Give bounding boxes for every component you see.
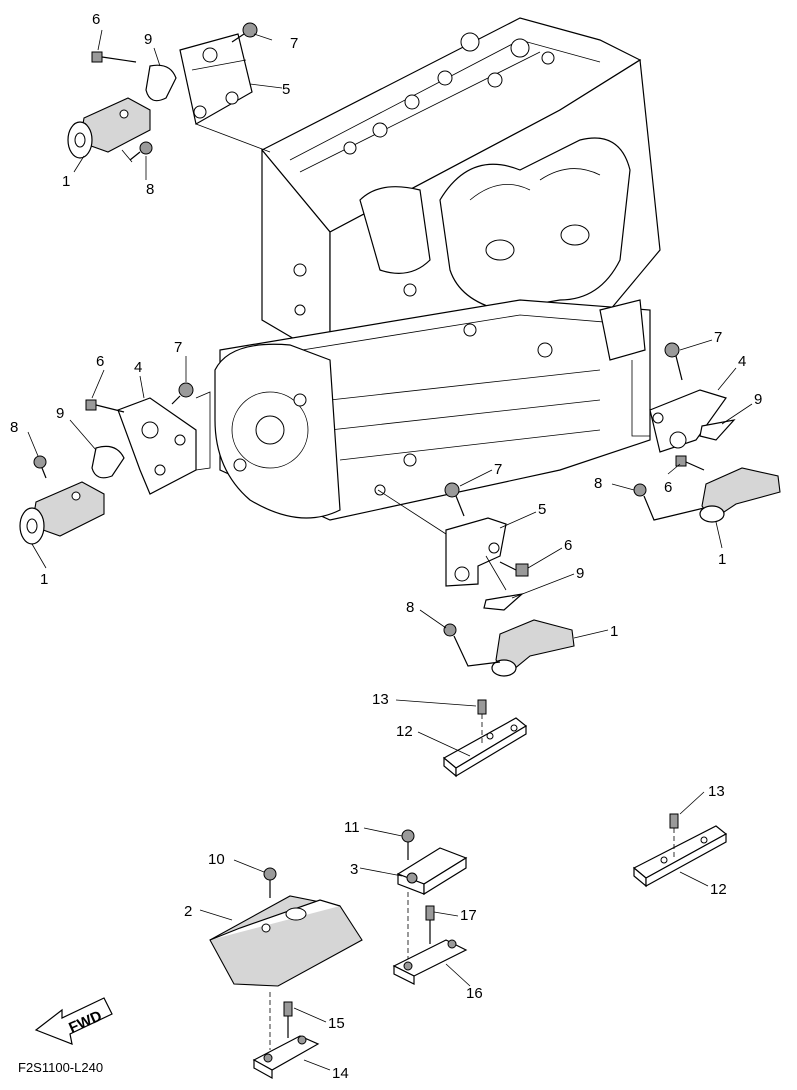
callout-8: 8 [146,181,154,198]
bolt-10 [263,867,277,881]
callout-1: 1 [718,551,726,568]
bracket-5-top [179,33,253,125]
mount-assembly-mid-right [631,342,781,523]
bolt-6-top [91,51,103,63]
leader-lines [27,29,753,1071]
callout-11: 11 [344,819,360,836]
bolt-6-lower [515,563,529,577]
forward-direction-arrow: FWD [34,997,113,1045]
callout-4: 4 [738,353,746,370]
bolt-17 [425,905,435,921]
callout-9: 9 [576,565,584,582]
callout-17: 17 [460,907,477,924]
bolt-7-right [664,342,680,358]
rail-assembly-right [632,813,728,888]
callout-1: 1 [62,173,70,190]
callout-10: 10 [208,851,225,868]
callout-13: 13 [708,783,725,800]
bolt-8-top [139,141,153,155]
callout-2: 2 [184,903,192,920]
fwd-arrow-icon [34,997,113,1045]
rivet-13-right [669,813,679,829]
bracket-4-right [649,389,727,453]
callout-9: 9 [56,405,64,422]
callout-9: 9 [754,391,762,408]
callout-8: 8 [594,475,602,492]
callout-1: 1 [40,571,48,588]
rivet-13-center [477,699,487,715]
mount-assembly-lower-center [377,482,575,677]
bolt-8-right [633,483,647,497]
cover-2 [209,895,363,987]
callout-7: 7 [714,329,722,346]
callout-6: 6 [96,353,104,370]
bolt-7-left [178,382,194,398]
callout-9: 9 [144,31,152,48]
callout-8: 8 [406,599,414,616]
fwd-label: FWD [66,1007,104,1036]
callout-12: 12 [396,723,413,740]
mount-assembly-mid-left [19,382,211,545]
shim-9-top [145,64,177,102]
callout-14: 14 [332,1065,349,1082]
callout-6: 6 [92,11,100,28]
callout-7: 7 [174,339,182,356]
drawing-code: F2S1100-L240 [18,1060,103,1075]
bolt-7-top [242,22,258,38]
callout-numbers: 6 7 9 5 1 8 6 4 7 8 9 1 7 4 9 8 6 1 7 5 … [10,11,762,1082]
bolt-8-left [33,455,47,469]
rail-assembly-center [442,699,528,778]
engine-block [214,17,661,521]
bracket-4-left [117,397,197,495]
callout-3: 3 [350,861,358,878]
callout-6: 6 [664,479,672,496]
callout-5: 5 [538,501,546,518]
callout-7: 7 [290,35,298,52]
callout-13: 13 [372,691,389,708]
callout-12: 12 [710,881,727,898]
callout-16: 16 [466,985,483,1002]
callout-6: 6 [564,537,572,554]
stopper-assembly [392,829,468,985]
mount-assembly-top-left [67,22,271,163]
bolt-15 [283,1001,293,1017]
callout-1: 1 [610,623,618,640]
callout-4: 4 [134,359,142,376]
bolt-7-lower [444,482,460,498]
cover-assembly [209,867,363,1080]
callout-5: 5 [282,81,290,98]
callout-15: 15 [328,1015,345,1032]
bolt-6-left [85,399,97,411]
bolt-8-lower [443,623,457,637]
bolt-6-right [675,455,687,467]
rail-12-right [632,825,728,879]
callout-8: 8 [10,419,18,436]
shim-9-left [91,445,125,479]
bolt-11 [401,829,415,843]
callout-7: 7 [494,461,502,478]
shim-9-right [699,419,736,441]
